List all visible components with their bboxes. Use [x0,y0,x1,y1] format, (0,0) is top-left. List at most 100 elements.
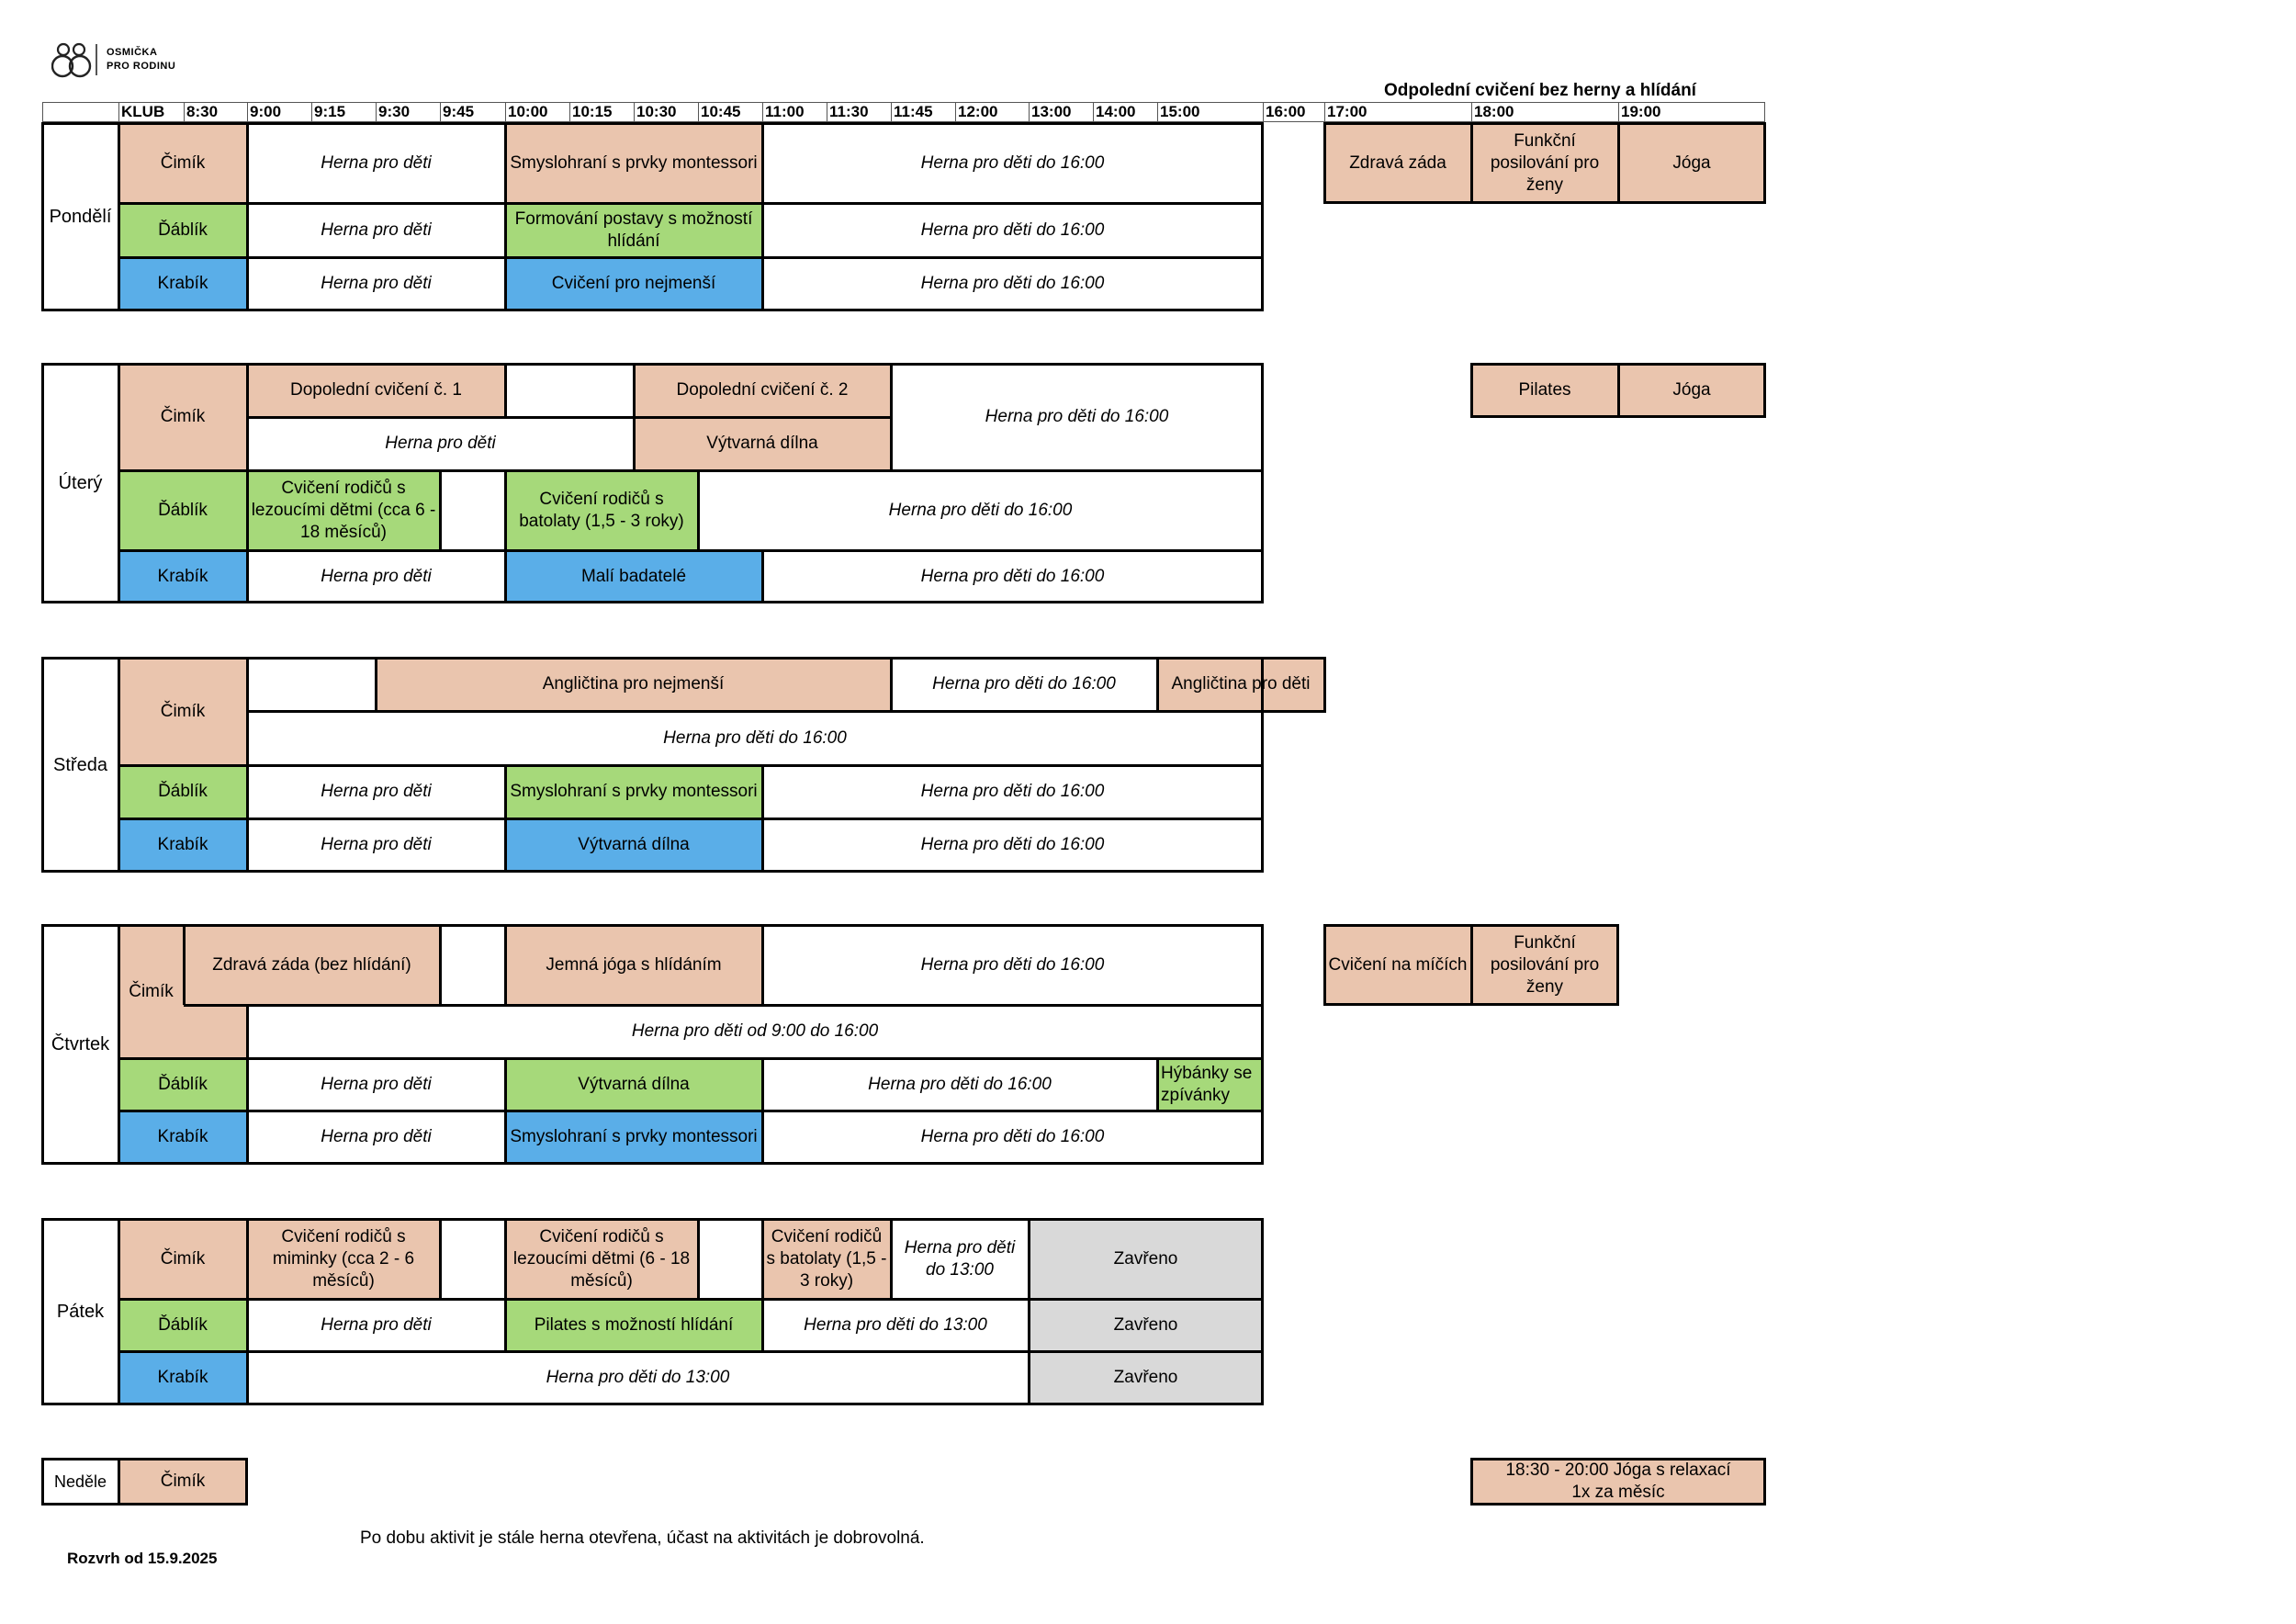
club-krabik: Krabík [118,257,247,310]
header-time: 17:00 [1327,103,1367,120]
activity-cell: Herna pro děti [247,203,505,257]
empty-cell [440,925,505,1005]
activity-cell: Herna pro děti do 16:00 [762,925,1263,1005]
afternoon-activity: Funkční posilování pro ženy [1471,123,1618,203]
closed-cell: Zavřeno [1029,1219,1263,1299]
activity-cell: Herna pro děti do 16:00 [698,470,1263,550]
activity-cell: Herna pro děti [247,1111,505,1164]
activity-cell: Formování postavy s možností hlídání [505,203,762,257]
empty-cell [440,1219,505,1299]
activity-cell: Herna pro děti do 16:00 [762,1058,1157,1111]
brand-logo: OSMIČKA PRO RODINU [51,39,198,81]
afternoon-title: Odpolední cvičení bez herny a hlídání [1384,81,1696,100]
activity-cell: Herna pro děti do 13:00 [891,1219,1029,1299]
empty-cell [698,1219,762,1299]
activity-cell: Smyslohraní s prvky montessori [505,765,762,818]
activity-cell: Herna pro děti [247,765,505,818]
activity-cell: Jemná jóga s hlídáním [505,925,762,1005]
header-time: 9:00 [250,103,282,120]
activity-cell: Výtvarná dílna [634,417,891,470]
header-time: 13:00 [1031,103,1072,120]
logo-line1: OSMIČKA [107,47,158,58]
header-time: 10:45 [701,103,741,120]
afternoon-activity: 18:30 - 20:00 Jóga s relaxací 1x za měsí… [1471,1459,1765,1505]
activity-cell: Herna pro děti [247,1299,505,1351]
club-krabik: Krabík [118,818,247,872]
activity-cell: Dopolední cvičení č. 1 [247,364,505,417]
activity-cell: Pilates s možností hlídání [505,1299,762,1351]
club-dablik: Ďáblík [118,1058,247,1111]
empty-cell [505,364,634,417]
valid-from: Rozvrh od 15.9.2025 [67,1550,218,1567]
afternoon-activity: Jóga [1618,123,1765,203]
header-time: 9:15 [314,103,346,120]
afternoon-activity: Zdravá záda [1324,123,1471,203]
activity-cell: Herna pro děti do 13:00 [247,1351,1029,1404]
activity-cell: Výtvarná dílna [505,818,762,872]
activity-cell: Výtvarná dílna [505,1058,762,1111]
afternoon-activity: Cvičení na míčích [1324,925,1471,1005]
club-dablik: Ďáblík [118,203,247,257]
afternoon-activity: Funkční posilování pro ženy [1471,925,1618,1005]
activity-cell: Herna pro děti do 16:00 [762,818,1263,872]
club-krabik: Krabík [118,1111,247,1164]
activity-cell: Herna pro děti do 16:00 [762,550,1263,603]
day-label: Čtvrtek [42,925,118,1164]
activity-cell: Smyslohraní s prvky montessori [505,123,762,203]
header-time: 11:30 [829,103,869,120]
club-cimik: Čimík [118,1219,247,1299]
activity-cell: Herna pro děti do 16:00 [891,364,1263,470]
activity-cell: Herna pro děti [247,818,505,872]
day-label: Pátek [42,1219,118,1404]
header-time: 9:30 [378,103,411,120]
activity-cell: Cvičení rodičů s batolaty (1,5 - 3 roky) [505,470,698,550]
header-time: 15:00 [1160,103,1200,120]
activity-cell: Angličtina pro děti [1157,658,1324,711]
header-time: 10:30 [636,103,677,120]
activity-cell: Herna pro děti [247,123,505,203]
header-time: 16:00 [1266,103,1306,120]
activity-cell: Herna pro děti [247,257,505,310]
activity-cell: Cvičení rodičů s batolaty (1,5 - 3 roky) [762,1219,891,1299]
closed-cell: Zavřeno [1029,1351,1263,1404]
club-cimik: Čimík [118,123,247,203]
day-label: Neděle [42,1459,118,1505]
header-time: 10:15 [572,103,613,120]
club-krabik: Krabík [118,550,247,603]
activity-cell: Hýbánky se zpívánky [1157,1058,1263,1111]
activity-cell: Herna pro děti do 16:00 [891,658,1157,711]
header-time: 11:45 [894,103,933,120]
activity-cell: Herna pro děti do 16:00 [762,203,1263,257]
activity-cell: Cvičení rodičů s lezoucími dětmi (6 - 18… [505,1219,698,1299]
activity-cell: Herna pro děti do 16:00 [762,1111,1263,1164]
afternoon-activity: Jóga [1618,364,1765,417]
header-time: 19:00 [1621,103,1661,120]
activity-cell: Angličtina pro nejmenší [376,658,891,711]
activity-cell: Herna pro děti do 16:00 [247,711,1263,765]
empty-cell [247,658,376,711]
activity-cell: Zdravá záda (bez hlídání) [184,925,440,1005]
header-time: 8:30 [186,103,219,120]
day-label: Středa [42,658,118,872]
header-time: 9:45 [443,103,475,120]
footer-note: Po dobu aktivit je stále herna otevřena,… [360,1528,925,1548]
activity-cell: Herna pro děti do 16:00 [762,257,1263,310]
activity-cell: Herna pro děti [247,550,505,603]
activity-cell: Herna pro děti do 13:00 [762,1299,1029,1351]
family-logo-icon [51,42,92,78]
activity-cell: Smyslohraní s prvky montessori [505,1111,762,1164]
afternoon-activity: Pilates [1471,364,1618,417]
activity-cell: Malí badatelé [505,550,762,603]
day-label: Úterý [42,364,118,603]
club-cimik: Čimík [118,364,247,470]
header-klub: KLUB [121,103,165,120]
empty-cell [440,470,505,550]
club-cimik: Čimík [118,658,247,765]
club-cimik: Čimík [118,925,184,1058]
club-cimik: Čimík [118,1459,247,1505]
logo-line2: PRO RODINU [107,61,176,72]
header-time: 11:00 [765,103,805,120]
club-dablik: Ďáblík [118,1299,247,1351]
activity-cell: Herna pro děti do 16:00 [762,765,1263,818]
